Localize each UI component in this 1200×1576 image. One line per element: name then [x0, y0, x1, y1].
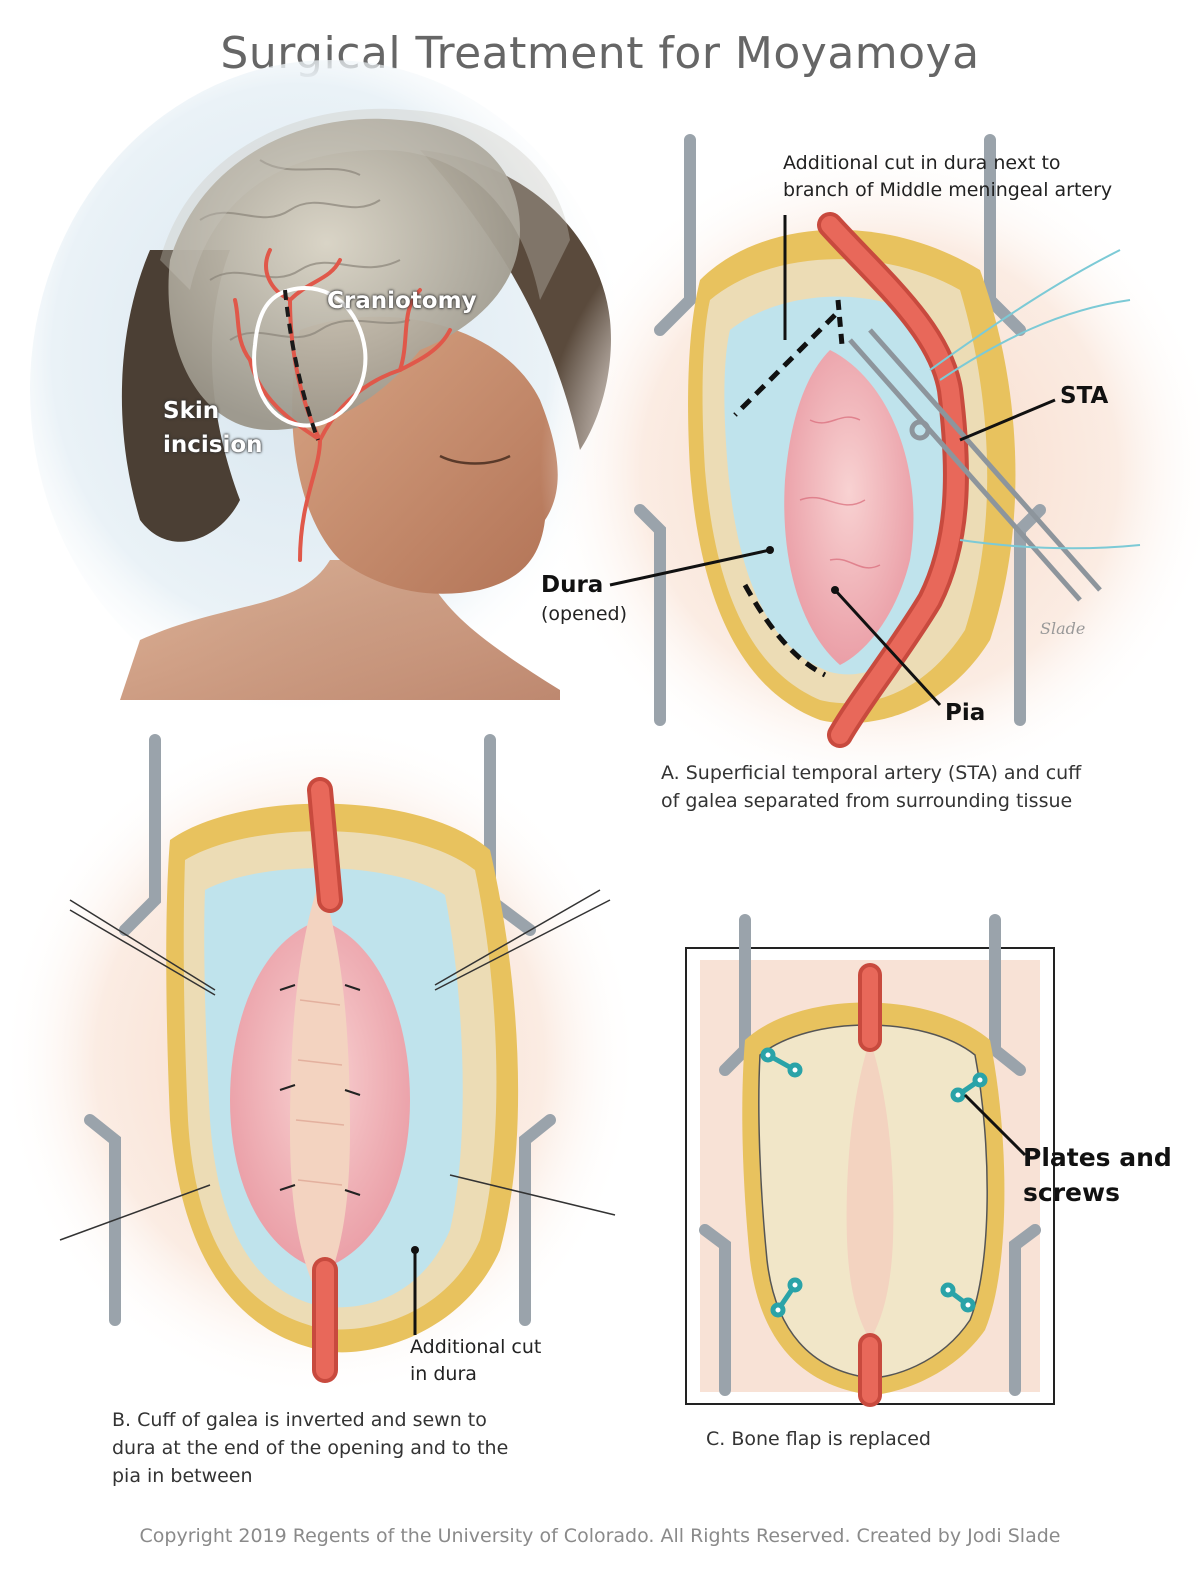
label-additional-cut-line1: Additional cut	[410, 1336, 542, 1358]
label-sta: STA	[1060, 383, 1109, 409]
plates-and-screws	[760, 1047, 988, 1318]
caption-b-line3: pia in between	[112, 1465, 253, 1487]
caption-c: C. Bone flap is replaced	[706, 1428, 931, 1450]
panel-a-illustration	[540, 134, 1200, 800]
label-plates-line1: Plates and	[1023, 1143, 1172, 1172]
caption-b-line2: dura at the end of the opening and to th…	[112, 1437, 509, 1459]
label-dura: Dura	[541, 572, 604, 598]
panel-c-illustration	[685, 914, 1055, 1407]
label-craniotomy: Craniotomy	[327, 288, 477, 314]
label-pia: Pia	[945, 700, 986, 726]
caption-b-line1: B. Cuff of galea is inverted and sewn to	[112, 1409, 487, 1431]
label-additional-cut-mma-line1: Additional cut in dura next to	[783, 152, 1061, 174]
caption-a-line2: of galea separated from surrounding tiss…	[661, 790, 1073, 812]
label-additional-cut-mma-line2: branch of Middle meningeal artery	[783, 179, 1113, 201]
label-skin-incision-line2: incision	[163, 432, 263, 458]
label-skin-incision-line1: Skin	[163, 398, 220, 424]
head-illustration	[30, 60, 630, 720]
copyright-notice: Copyright 2019 Regents of the University…	[139, 1525, 1061, 1547]
label-plates-line2: screws	[1023, 1178, 1120, 1207]
panel-b-illustration	[0, 720, 640, 1400]
label-dura-opened: (opened)	[541, 603, 627, 625]
artist-signature: Slade	[1040, 619, 1086, 638]
caption-a-line1: A. Superficial temporal artery (STA) and…	[661, 762, 1082, 784]
label-additional-cut-line2: in dura	[410, 1363, 477, 1385]
